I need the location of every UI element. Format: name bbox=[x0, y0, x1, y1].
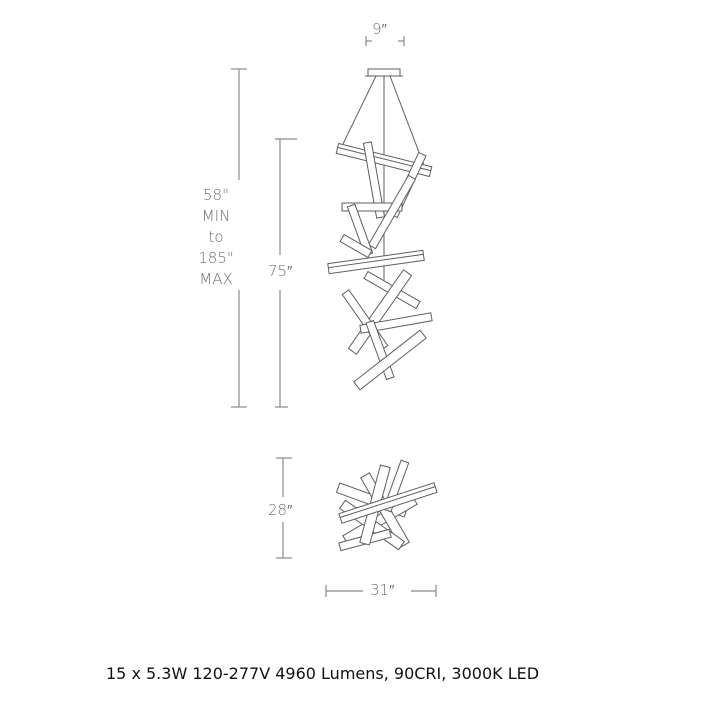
chandelier-elevation-view bbox=[327, 68, 433, 391]
fixture-height-label: 75″ bbox=[268, 262, 293, 280]
canopy bbox=[367, 68, 401, 77]
specs-caption: 15 x 5.3W 120-277V 4960 Lumens, 90CRI, 3… bbox=[106, 664, 540, 683]
fixture-height-dimension-line bbox=[275, 138, 297, 408]
overall-height-dimension-line bbox=[231, 68, 247, 408]
chandelier-cluster-view bbox=[335, 459, 438, 552]
overall-height-max-value: 185" bbox=[198, 249, 234, 267]
overall-height-label: 58" MIN to 185" MAX bbox=[192, 185, 240, 290]
canopy-width-dimension-line bbox=[365, 36, 405, 46]
cluster-width-dimension-line bbox=[325, 585, 437, 597]
cluster-width-label: 31″ bbox=[370, 581, 395, 599]
cluster-height-label: 28″ bbox=[268, 501, 293, 519]
canopy-width-label: 9″ bbox=[372, 20, 387, 38]
cluster-height-dimension-line bbox=[276, 457, 292, 559]
overall-height-min-value: 58" bbox=[203, 186, 229, 204]
overall-height-to-label: to bbox=[208, 228, 224, 246]
overall-height-min-label: MIN bbox=[201, 207, 231, 225]
overall-height-max-label: MAX bbox=[199, 270, 233, 288]
